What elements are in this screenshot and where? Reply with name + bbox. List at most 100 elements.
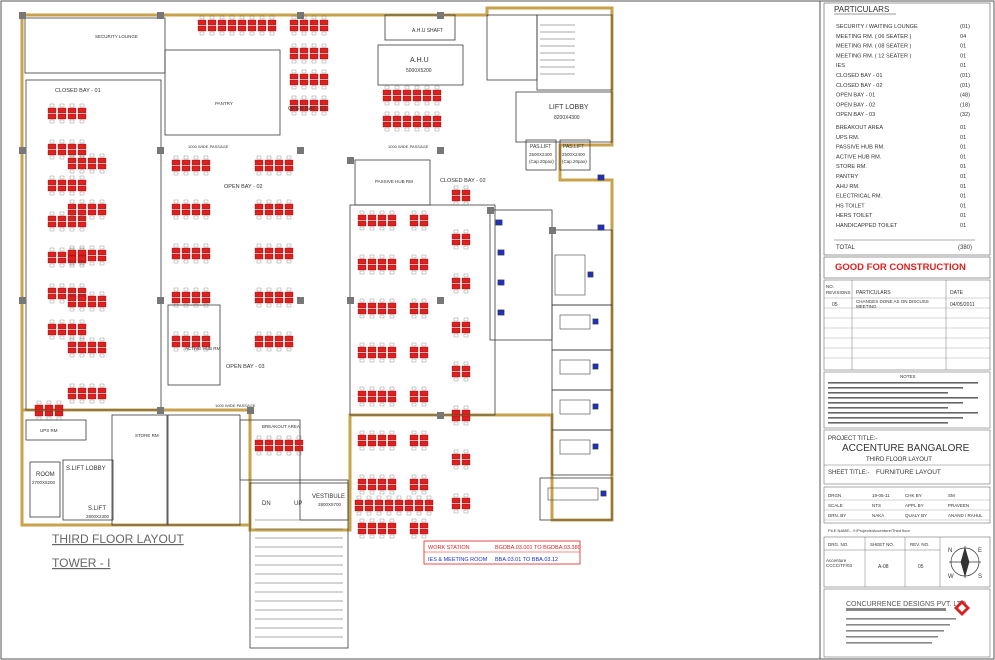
workstation bbox=[171, 247, 181, 254]
workstation bbox=[191, 291, 201, 298]
particulars-row-value: (01) bbox=[960, 73, 970, 79]
note-line bbox=[828, 397, 978, 399]
workstation bbox=[451, 283, 461, 290]
chair bbox=[453, 201, 459, 206]
workstation bbox=[217, 25, 227, 32]
label-lift-lobby: LIFT LOBBY bbox=[549, 104, 589, 111]
sheet-title: FURNITURE LAYOUT bbox=[876, 469, 941, 476]
workstation bbox=[284, 335, 294, 342]
ups-room bbox=[25, 419, 87, 441]
workstation bbox=[201, 165, 211, 172]
particulars-row-value: 01 bbox=[960, 164, 966, 170]
column bbox=[437, 12, 444, 19]
chair bbox=[193, 215, 199, 220]
workstation bbox=[432, 115, 442, 122]
column bbox=[19, 297, 26, 304]
sign-cell: PRAVEEN bbox=[948, 503, 969, 508]
chair bbox=[421, 270, 427, 275]
particulars-row-value: 01 bbox=[960, 223, 966, 229]
chair bbox=[69, 191, 75, 196]
chair bbox=[89, 215, 95, 220]
chair bbox=[183, 303, 189, 308]
sheet-title-label: SHEET TITLE:- bbox=[828, 470, 869, 476]
workstation bbox=[404, 499, 414, 506]
workstation bbox=[382, 89, 392, 96]
chair bbox=[463, 377, 469, 382]
chair bbox=[369, 210, 375, 215]
particulars-row-value: 01 bbox=[960, 184, 966, 190]
particulars-row-label: PANTRY bbox=[836, 174, 858, 180]
chair bbox=[79, 307, 85, 312]
workstation bbox=[409, 258, 419, 265]
workstation bbox=[284, 297, 294, 304]
chair bbox=[219, 31, 225, 36]
chair bbox=[183, 243, 189, 248]
workstation bbox=[201, 209, 211, 216]
particulars-row-value: 01 bbox=[960, 154, 966, 160]
workstation bbox=[357, 264, 367, 271]
chair bbox=[369, 298, 375, 303]
workstation bbox=[274, 445, 284, 452]
particulars-row-label: HS TOILET bbox=[836, 203, 865, 209]
chair bbox=[79, 291, 85, 296]
workstation bbox=[284, 253, 294, 260]
chair bbox=[266, 451, 272, 456]
workstation bbox=[367, 220, 377, 227]
chair bbox=[266, 155, 272, 160]
label-lift-lobby-dim: 8200X4300 bbox=[554, 115, 580, 121]
workstation bbox=[412, 95, 422, 102]
firm-tagline-bar bbox=[846, 608, 946, 611]
chair bbox=[239, 31, 245, 36]
workstation bbox=[191, 253, 201, 260]
workstation bbox=[409, 302, 419, 309]
particulars-row-label: OPEN BAY - 02 bbox=[836, 102, 875, 108]
particulars-row-label: HERS TOILET bbox=[836, 213, 873, 219]
project-title-label: PROJECT TITLE:- bbox=[828, 436, 877, 442]
particulars-row-label: OPEN BAY - 03 bbox=[836, 112, 875, 118]
rev-header-particulars: PARTICULARS bbox=[856, 290, 891, 296]
workstation bbox=[87, 249, 97, 256]
workstation bbox=[299, 99, 309, 106]
chair bbox=[59, 227, 65, 232]
chair bbox=[434, 85, 440, 90]
workstation bbox=[47, 323, 57, 330]
chair bbox=[379, 386, 385, 391]
workstation bbox=[461, 415, 471, 422]
label-passage-2: 1000 WIDE PASSAGE bbox=[388, 144, 429, 149]
workstation bbox=[97, 163, 107, 170]
particulars-row-value: 01 bbox=[960, 63, 966, 69]
chair bbox=[421, 298, 427, 303]
workstation bbox=[57, 293, 67, 300]
label-dn: DN bbox=[262, 501, 271, 507]
workstation bbox=[191, 165, 201, 172]
chair bbox=[46, 400, 52, 405]
workstation bbox=[77, 143, 87, 150]
chair bbox=[69, 139, 75, 144]
workstation bbox=[264, 439, 274, 446]
chair bbox=[411, 446, 417, 451]
workstation bbox=[77, 255, 87, 262]
workstation bbox=[367, 390, 377, 397]
workstation bbox=[402, 95, 412, 102]
workstation bbox=[77, 301, 87, 308]
workstation bbox=[409, 434, 419, 441]
chair bbox=[369, 402, 375, 407]
workstation bbox=[274, 253, 284, 260]
chair bbox=[183, 331, 189, 336]
chair bbox=[199, 15, 205, 20]
workstation bbox=[67, 143, 77, 150]
workstation bbox=[47, 149, 57, 156]
chair bbox=[311, 69, 317, 74]
chair bbox=[369, 430, 375, 435]
chair bbox=[359, 446, 365, 451]
chair bbox=[411, 534, 417, 539]
workstation bbox=[451, 503, 461, 510]
workstation bbox=[67, 221, 77, 228]
workstation bbox=[419, 302, 429, 309]
workstation bbox=[87, 341, 97, 348]
workstation bbox=[274, 439, 284, 446]
compass-w: W bbox=[948, 574, 954, 580]
workstation bbox=[181, 253, 191, 260]
workstation bbox=[201, 291, 211, 298]
chair bbox=[203, 171, 209, 176]
